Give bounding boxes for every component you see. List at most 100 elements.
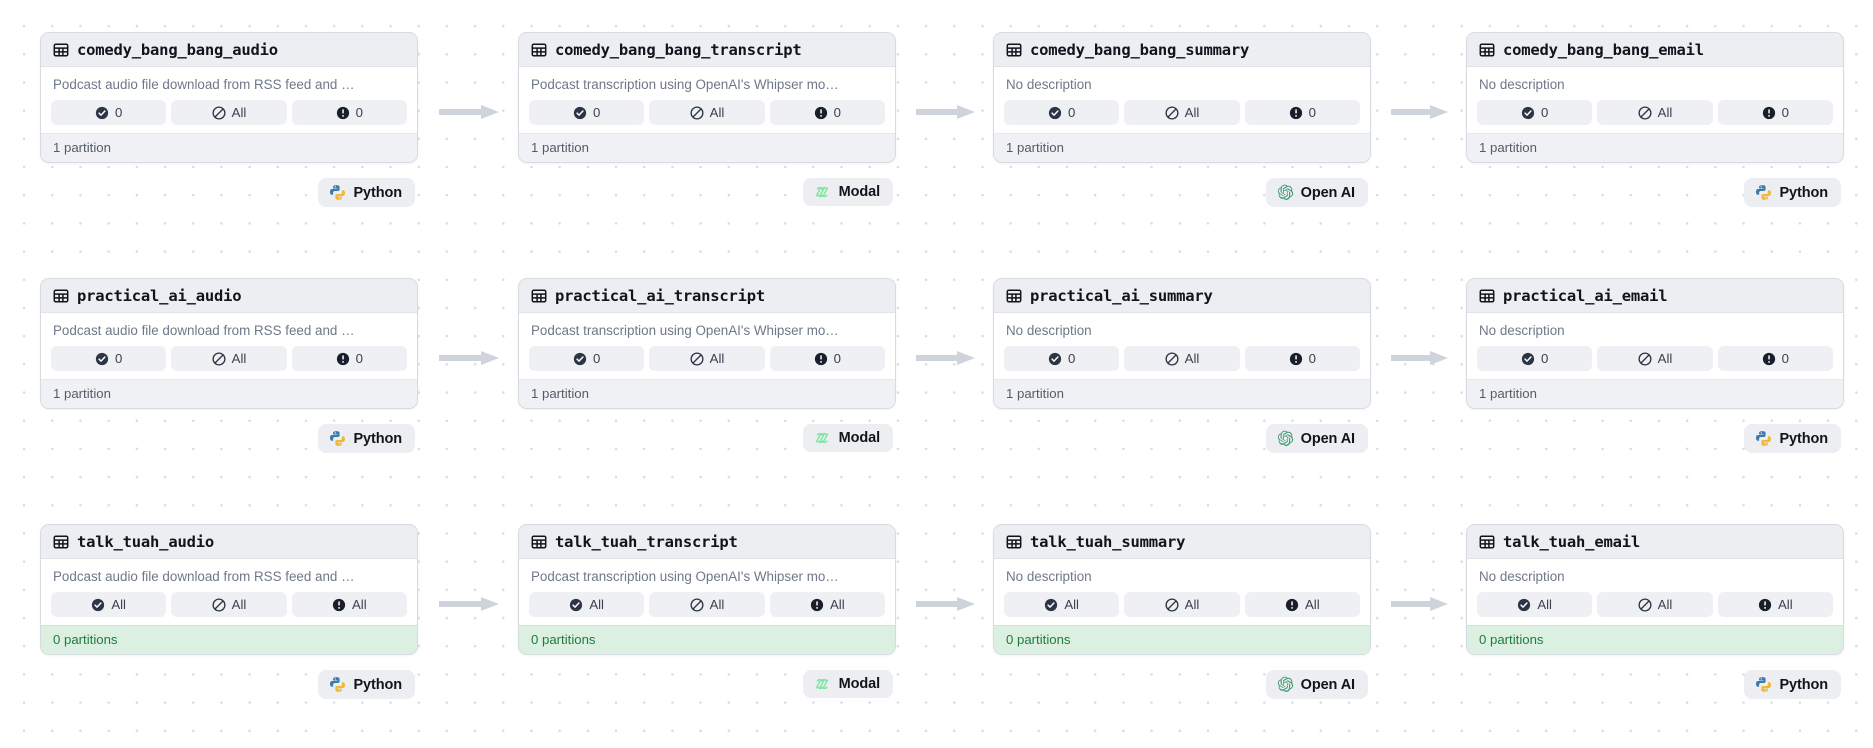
chip-skipped[interactable]: All	[1124, 346, 1240, 372]
chip-materialized[interactable]: All	[51, 592, 167, 618]
chip-failed[interactable]: 0	[1244, 346, 1360, 372]
chip-skipped[interactable]: All	[1124, 100, 1240, 126]
partition-footer[interactable]: 1 partition	[994, 133, 1370, 163]
asset-card-header[interactable]: talk_tuah_summary	[994, 525, 1370, 559]
tech-badge-python[interactable]: Python	[1744, 424, 1841, 453]
chip-failed[interactable]: All	[291, 592, 407, 618]
asset-card-header[interactable]: talk_tuah_audio	[41, 525, 417, 559]
tech-badge-python[interactable]: Python	[318, 178, 415, 207]
chip-failed[interactable]: All	[769, 592, 885, 618]
tech-badge-open-ai[interactable]: Open AI	[1265, 178, 1368, 207]
tech-badge-python[interactable]: Python	[1744, 178, 1841, 207]
exclamation-circle-icon	[1758, 598, 1772, 612]
chip-skipped[interactable]: All	[649, 592, 765, 618]
chip-skipped[interactable]: All	[171, 346, 287, 372]
chip-materialized[interactable]: All	[1477, 592, 1593, 618]
tech-badge-open-ai[interactable]: Open AI	[1265, 424, 1368, 453]
check-circle-icon	[95, 106, 109, 120]
chip-materialized[interactable]: 0	[529, 346, 645, 372]
asset-card-header[interactable]: talk_tuah_email	[1467, 525, 1843, 559]
chip-failed[interactable]: 0	[291, 346, 407, 372]
asset-card-header[interactable]: comedy_bang_bang_summary	[994, 33, 1370, 67]
chip-materialized[interactable]: 0	[1004, 346, 1120, 372]
asset-card-header[interactable]: comedy_bang_bang_email	[1467, 33, 1843, 67]
asset-card-header[interactable]: practical_ai_summary	[994, 279, 1370, 313]
tech-badge-python[interactable]: Python	[1744, 670, 1841, 699]
partition-footer[interactable]: 0 partitions	[519, 625, 895, 655]
chip-failed[interactable]: 0	[769, 100, 885, 126]
chip-materialized[interactable]: 0	[1477, 100, 1593, 126]
chip-skipped[interactable]: All	[649, 100, 765, 126]
tech-badge-modal[interactable]: Modal	[802, 424, 893, 452]
chip-materialized[interactable]: 0	[1004, 100, 1120, 126]
chip-materialized[interactable]: 0	[51, 346, 167, 372]
chip-failed[interactable]: All	[1717, 592, 1833, 618]
chip-failed[interactable]: 0	[1717, 346, 1833, 372]
partition-footer[interactable]: 0 partitions	[1467, 625, 1843, 655]
chip-failed[interactable]: 0	[1244, 100, 1360, 126]
chip-materialized[interactable]: All	[1004, 592, 1120, 618]
asset-card-header[interactable]: practical_ai_email	[1467, 279, 1843, 313]
partition-footer[interactable]: 0 partitions	[41, 625, 417, 655]
chip-materialized[interactable]: 0	[529, 100, 645, 126]
chip-failed[interactable]: All	[1244, 592, 1360, 618]
partition-footer[interactable]: 1 partition	[994, 379, 1370, 409]
tech-badge-open-ai[interactable]: Open AI	[1265, 670, 1368, 699]
partition-footer[interactable]: 1 partition	[1467, 379, 1843, 409]
chip-skipped[interactable]: All	[1597, 100, 1713, 126]
chip-materialized[interactable]: All	[529, 592, 645, 618]
partition-footer[interactable]: 0 partitions	[994, 625, 1370, 655]
asset-card-header[interactable]: practical_ai_transcript	[519, 279, 895, 313]
partition-footer[interactable]: 1 partition	[41, 379, 417, 409]
chip-materialized[interactable]: 0	[51, 100, 167, 126]
partition-footer[interactable]: 1 partition	[519, 133, 895, 163]
asset-card-header[interactable]: talk_tuah_transcript	[519, 525, 895, 559]
tech-badge-python[interactable]: Python	[318, 424, 415, 453]
tech-badge-modal[interactable]: Modal	[802, 670, 893, 698]
partition-footer[interactable]: 1 partition	[1467, 133, 1843, 163]
chip-skipped[interactable]: All	[1597, 346, 1713, 372]
partition-footer[interactable]: 1 partition	[41, 133, 417, 163]
chip-failed[interactable]: 0	[769, 346, 885, 372]
chip-failed[interactable]: 0	[291, 100, 407, 126]
chip-skipped[interactable]: All	[171, 100, 287, 126]
tech-badge-python[interactable]: Python	[318, 670, 415, 699]
tech-badge-modal[interactable]: Modal	[802, 178, 893, 206]
chip-skipped[interactable]: All	[1597, 592, 1713, 618]
asset-card-header[interactable]: comedy_bang_bang_audio	[41, 33, 417, 67]
chip-materialized[interactable]: 0	[1477, 346, 1593, 372]
chip-skipped[interactable]: All	[649, 346, 765, 372]
chip-skipped[interactable]: All	[1124, 592, 1240, 618]
asset-card-header[interactable]: comedy_bang_bang_transcript	[519, 33, 895, 67]
asset-title: comedy_bang_bang_transcript	[555, 40, 802, 59]
partition-footer[interactable]: 1 partition	[519, 379, 895, 409]
chip-skipped[interactable]: All	[171, 592, 287, 618]
chip-failed[interactable]: 0	[1717, 100, 1833, 126]
asset-card-header[interactable]: practical_ai_audio	[41, 279, 417, 313]
